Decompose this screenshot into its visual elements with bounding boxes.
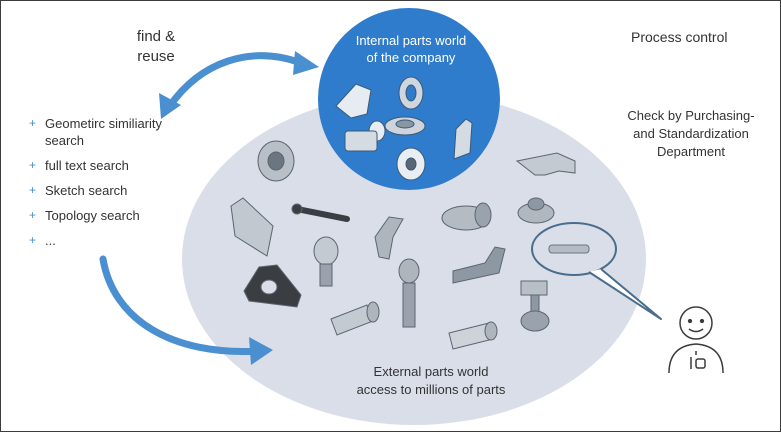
list-item: +... [29,232,204,249]
external-part-icons [230,140,576,350]
bullet-plus-icon: + [29,183,37,197]
check-line: Check by Purchasing- [627,108,755,123]
search-result-arrow [99,255,263,355]
search-method-label: Geometirc similiarity search [45,116,163,148]
check-purchasing-label: Check by Purchasing- and Standardization… [606,107,776,161]
internal-title-line: of the company [366,50,456,65]
check-line: Department [657,144,725,159]
external-parts-ellipse [182,93,646,425]
search-method-label: full text search [45,158,129,173]
person-icon [668,306,724,374]
cad-part-icon [398,258,420,284]
external-parts-title: External parts world access to millions … [331,363,531,399]
bullet-plus-icon: + [29,116,37,130]
cad-part-icon [374,216,404,260]
cad-part-icon [520,280,548,296]
bullet-plus-icon: + [29,158,37,172]
list-item: + Sketch search [29,182,204,199]
cad-part-icon [452,246,506,284]
search-methods-list: + Geometirc similiarity search + full text… [29,115,204,257]
cad-part-icon [335,83,372,119]
reuse-arrow [165,52,305,111]
internal-title-line: Internal parts world [355,33,467,48]
list-item: + Topology search [29,207,204,224]
reuse-arrowhead-right [293,51,319,75]
check-line: and Standardization [633,126,749,141]
cad-part-icon [294,206,350,222]
external-title-line: External parts world [373,364,489,379]
cad-part-icon [230,197,274,257]
bullet-plus-icon: + [29,208,37,222]
find-reuse-line: find & [136,28,176,45]
internal-part-icons [335,76,473,181]
cad-part-icon [453,118,473,160]
find-reuse-label: find & reuse [111,27,201,67]
internal-parts-title: Internal parts world of the company [331,32,491,66]
search-method-label: Topology search [45,208,140,223]
process-control-label: Process control [631,29,728,45]
bullet-plus-icon: + [29,233,37,247]
cad-part-icon [313,236,339,266]
speech-bubble-icon [531,222,662,320]
list-item: + Geometirc similiarity search [29,115,204,149]
external-title-line: access to millions of parts [356,382,506,397]
cad-part-icon [515,152,576,176]
search-result-arrowhead [249,337,273,365]
cad-part-icon [344,130,378,152]
list-item: + full text search [29,157,204,174]
reuse-arrowhead-left [159,93,181,119]
find-reuse-line: reuse [137,48,175,65]
search-method-label: Sketch search [45,183,128,198]
search-method-label: ... [45,233,56,248]
